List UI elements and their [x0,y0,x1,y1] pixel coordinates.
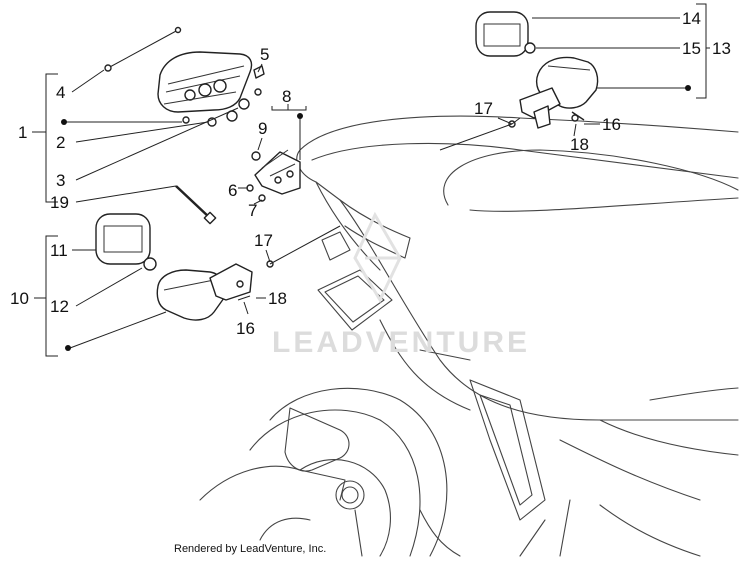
credit-text: Rendered by LeadVenture, Inc. [174,543,326,555]
callout-7: 7 [248,201,257,220]
callout-16-left: 16 [236,319,255,338]
callout-6: 6 [228,181,237,200]
callout-18-right: 18 [570,135,589,154]
leadventure-watermark: LEADVENTURE [272,211,530,359]
left-indicator-assembly [95,213,274,321]
watermark-text: LEADVENTURE [272,326,530,359]
callout-9: 9 [258,119,267,138]
callout-numbers: 1 2 3 4 5 6 7 8 9 19 10 11 12 17 18 16 1… [10,9,731,338]
callout-14: 14 [682,9,701,28]
callout-4: 4 [56,83,65,102]
callout-5: 5 [260,45,269,64]
leader-lines [32,3,710,357]
callout-17-right: 17 [474,99,493,118]
callout-16-right: 16 [602,115,621,134]
callout-8: 8 [282,87,291,106]
callout-15: 15 [682,39,701,58]
motorcycle-rear-body [199,115,739,557]
right-indicator-assembly [475,11,599,129]
tail-light-assembly [104,26,265,225]
callout-17-left: 17 [254,231,273,250]
callout-3: 3 [56,171,65,190]
callout-12: 12 [50,297,69,316]
callout-13: 13 [712,39,731,58]
leader-dots [61,85,691,351]
tail-light-bracket [246,149,301,202]
callout-1: 1 [18,123,27,142]
callout-11: 11 [50,241,68,260]
callout-10: 10 [10,289,29,308]
callout-2: 2 [56,133,65,152]
callout-18-left: 18 [268,289,287,308]
callout-19: 19 [50,193,69,212]
